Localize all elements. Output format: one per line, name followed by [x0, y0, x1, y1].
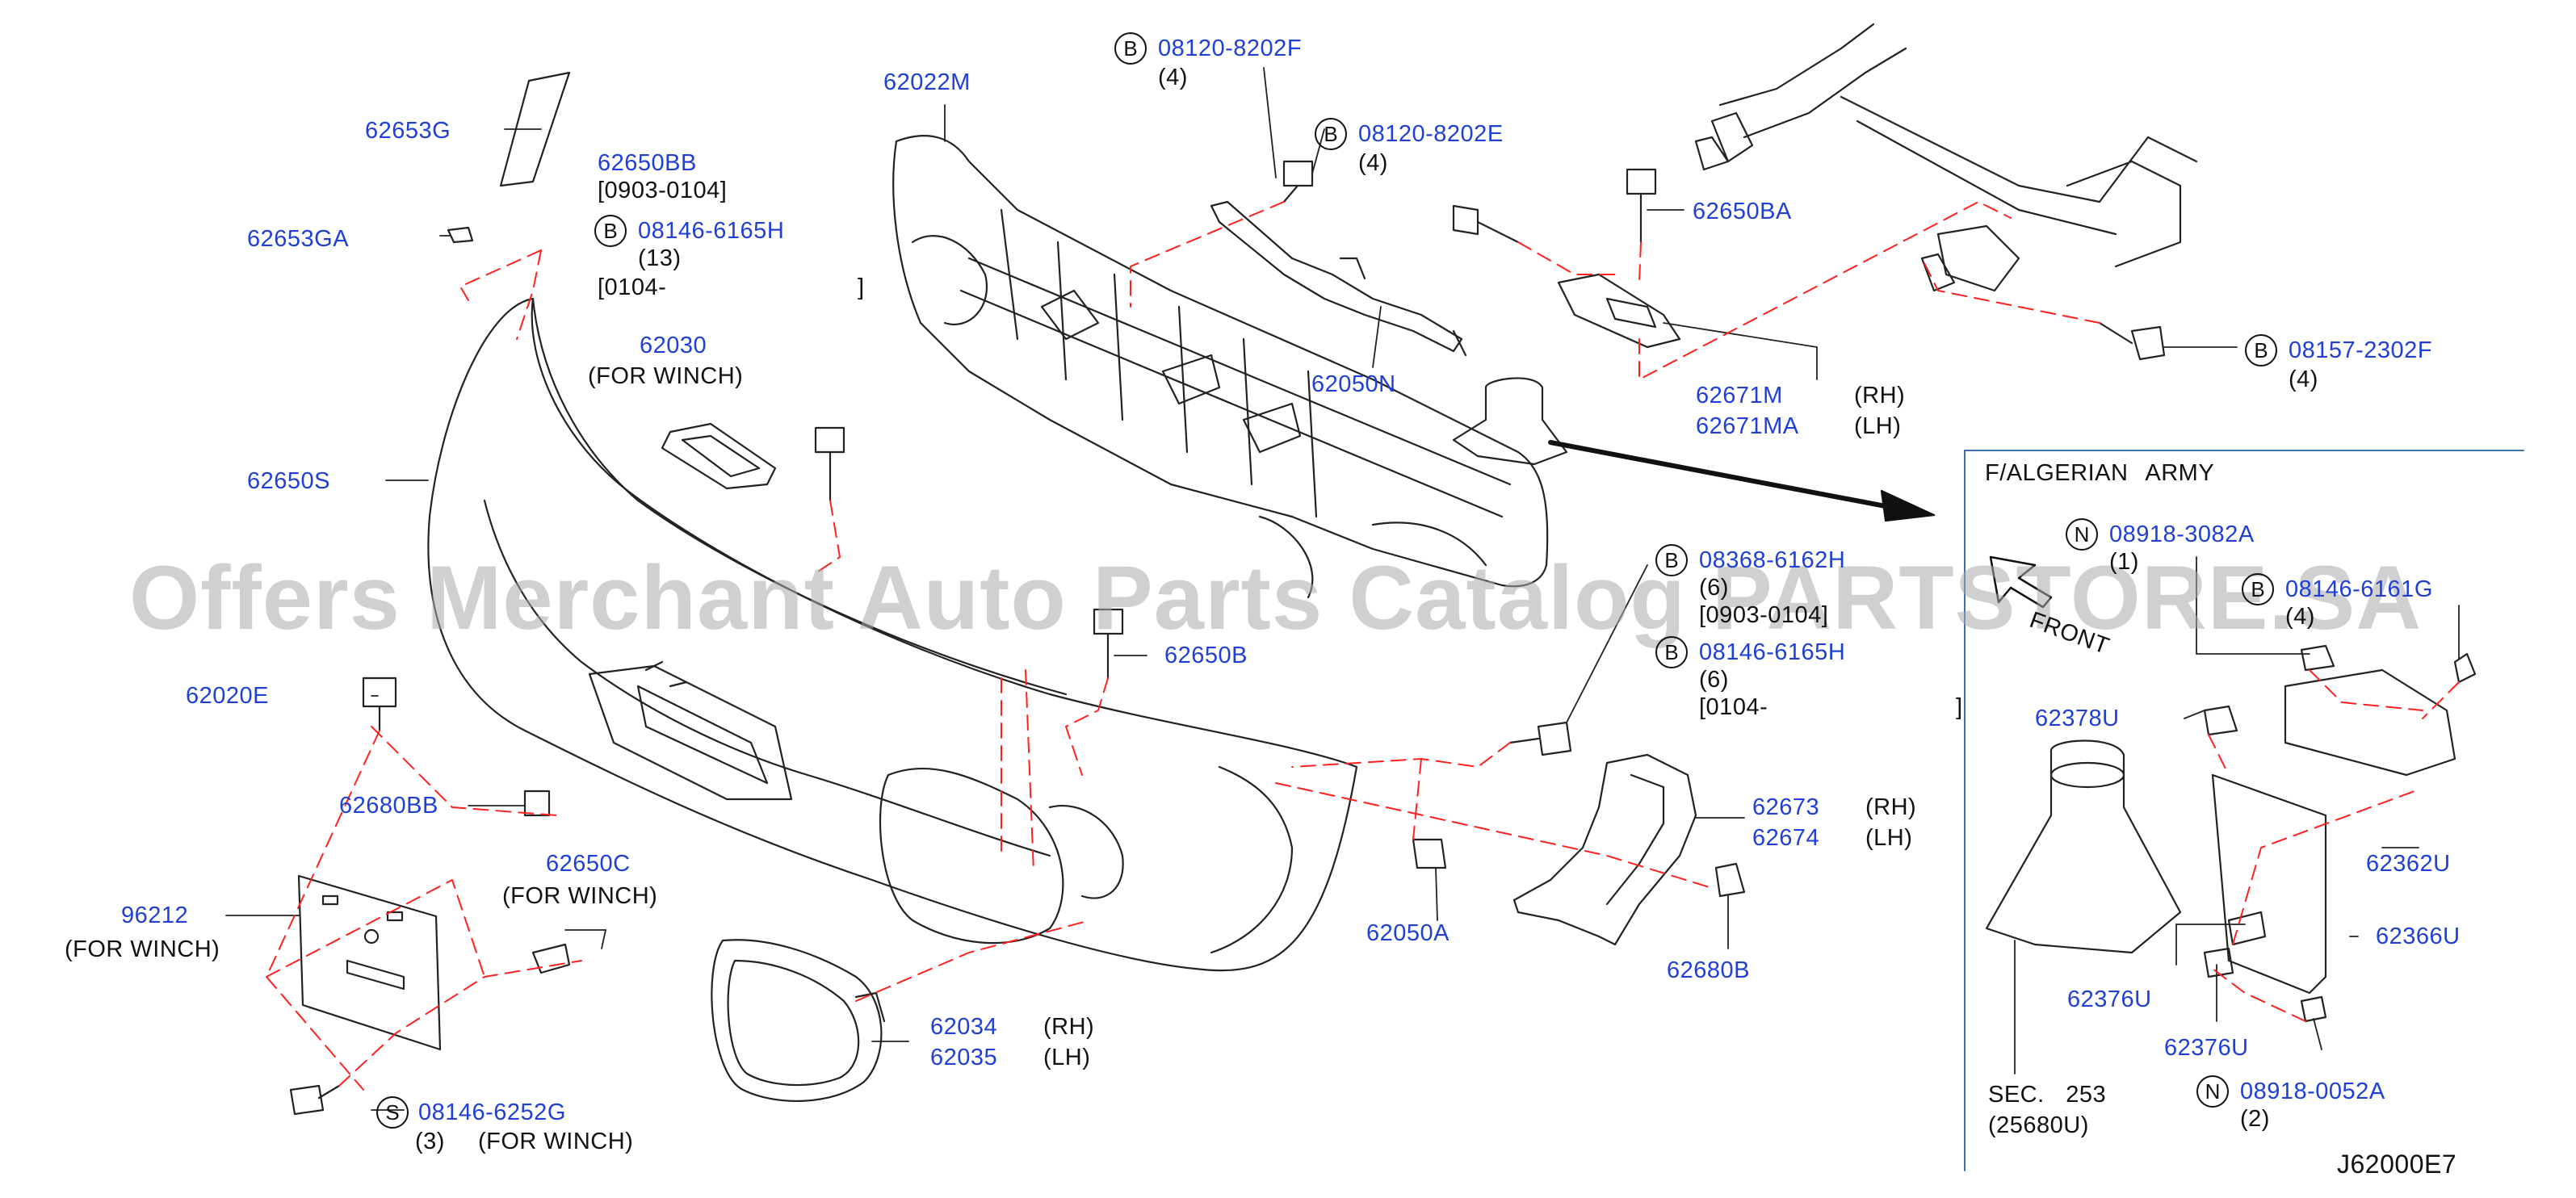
label-62035-side: (LH) [1043, 1045, 1091, 1070]
label-96212-note: (FOR WINCH) [65, 936, 220, 962]
diagram-id: J62000E7 [2337, 1150, 2457, 1179]
label-62022M[interactable]: 62022M [883, 69, 971, 95]
label-62650B[interactable]: 62650B [1164, 643, 1248, 668]
boot-drawing [1452, 377, 1568, 466]
circle-n-08918-0052A: N [2196, 1075, 2229, 1108]
label-08120-8202F[interactable]: 08120-8202F [1158, 36, 1303, 61]
label-08146-6165H-range-open: [0104- [598, 274, 667, 300]
label-62671MA-side: (LH) [1854, 413, 1902, 439]
label-62030-note: (FOR WINCH) [588, 363, 744, 389]
inset-arrow [1548, 440, 1892, 509]
fasteners-drawing [289, 71, 2166, 1116]
dashed-assembly-lines [266, 201, 2460, 1091]
label-08146-6165H-b-range-open: [0104- [1699, 694, 1768, 720]
watermark: Offers Merchant Auto Parts Catalog PARTS… [129, 547, 2423, 648]
label-08146-6161G[interactable]: 08146-6161G [2285, 576, 2433, 602]
label-08146-6252G-note: (FOR WINCH) [478, 1129, 634, 1154]
label-08918-3082A-qty: (1) [2109, 549, 2139, 575]
sec-part[interactable]: (25680U) [1988, 1112, 2089, 1138]
label-08368-6162H[interactable]: 08368-6162H [1699, 547, 1846, 573]
label-08146-6165H-b-range-close: ] [1956, 694, 1963, 720]
label-08146-6252G[interactable]: 08146-6252G [418, 1100, 566, 1125]
bumper-fascia-drawing [427, 297, 1358, 972]
label-96212[interactable]: 96212 [121, 903, 189, 928]
liner-62673-drawing [1512, 753, 1697, 946]
label-08146-6165H[interactable]: 08146-6165H [638, 218, 785, 244]
chassis-frame-drawing [1694, 23, 2198, 292]
label-62650S[interactable]: 62650S [247, 468, 330, 494]
label-62673[interactable]: 62673 [1752, 794, 1820, 820]
bracket-62050N-drawing [1210, 200, 1467, 357]
circle-b-08120-8202E: B [1315, 118, 1347, 150]
sec-label: SEC. 253 [1988, 1082, 2107, 1108]
label-08120-8202F-qty: (4) [1158, 65, 1188, 90]
front-arrow [1989, 555, 2053, 609]
label-62378U[interactable]: 62378U [2035, 706, 2120, 731]
label-62034-side: (RH) [1043, 1014, 1095, 1040]
label-62376U-b[interactable]: 62376U [2164, 1035, 2249, 1061]
label-62671M[interactable]: 62671M [1696, 383, 1783, 408]
circle-b-08157-2302F: B [2245, 334, 2277, 367]
label-08146-6165H-b-qty: (6) [1699, 667, 1729, 693]
label-62034[interactable]: 62034 [930, 1014, 998, 1040]
label-62653G[interactable]: 62653G [365, 118, 451, 144]
circle-b-08146-6165H-b: B [1655, 636, 1688, 668]
label-62674-side: (LH) [1865, 825, 1913, 851]
label-62650BB[interactable]: 62650BB [598, 150, 697, 176]
leader-lines [225, 67, 2238, 1111]
inset-title: F/ALGERIAN ARMY [1985, 460, 2215, 486]
label-62674[interactable]: 62674 [1752, 825, 1820, 851]
inset-drawing [1985, 644, 2477, 1023]
label-62362U[interactable]: 62362U [2366, 851, 2451, 877]
label-08368-6162H-range: [0903-0104] [1699, 602, 1829, 628]
label-62650BA[interactable]: 62650BA [1693, 199, 1792, 224]
label-08918-0052A-qty: (2) [2240, 1106, 2270, 1132]
label-08146-6165H-range-close: ] [858, 274, 865, 300]
bracket-62671M-drawing [1557, 273, 1681, 349]
label-08120-8202E-qty: (4) [1358, 150, 1388, 176]
label-08146-6161G-qty: (4) [2285, 604, 2315, 630]
label-08157-2302F[interactable]: 08157-2302F [2289, 337, 2433, 363]
label-62671MA[interactable]: 62671MA [1696, 413, 1799, 439]
circle-b-08368-6162H: B [1655, 544, 1688, 576]
label-62030[interactable]: 62030 [640, 333, 707, 358]
label-62376U-a[interactable]: 62376U [2067, 986, 2152, 1012]
label-62673-side: (RH) [1865, 794, 1917, 820]
label-62366U[interactable]: 62366U [2376, 924, 2461, 949]
label-62050A[interactable]: 62050A [1366, 920, 1450, 946]
label-62650C[interactable]: 62650C [546, 851, 631, 877]
circle-s-08146-6252G: S [376, 1096, 409, 1129]
label-08120-8202E[interactable]: 08120-8202E [1358, 121, 1504, 147]
label-08368-6162H-qty: (6) [1699, 575, 1729, 601]
label-62650C-note: (FOR WINCH) [502, 883, 658, 909]
circle-b-08120-8202F: B [1114, 32, 1147, 65]
plate-bracket-drawing [297, 874, 442, 1051]
label-62035[interactable]: 62035 [930, 1045, 998, 1070]
label-62020E[interactable]: 62020E [186, 683, 269, 709]
label-62680B[interactable]: 62680B [1667, 957, 1750, 983]
label-62680BB[interactable]: 62680BB [339, 793, 438, 819]
label-62050N[interactable]: 62050N [1311, 371, 1396, 397]
label-08146-6165H-b[interactable]: 08146-6165H [1699, 639, 1846, 665]
circle-n-08918-3082A: N [2066, 518, 2098, 551]
bumper-armature-drawing [892, 135, 1549, 599]
circle-b-08146-6161G: B [2242, 573, 2274, 605]
label-08918-0052A[interactable]: 08918-0052A [2240, 1079, 2385, 1104]
label-62650BB-range: [0903-0104] [598, 178, 728, 203]
circle-b-08146-6165H: B [594, 215, 627, 247]
label-08146-6252G-qty: (3) [415, 1129, 445, 1154]
label-08157-2302F-qty: (4) [2289, 367, 2318, 392]
label-08918-3082A[interactable]: 08918-3082A [2109, 522, 2255, 547]
inset-frame [1964, 450, 2524, 1171]
winch-cover-drawing [661, 422, 777, 490]
label-62671M-side: (RH) [1854, 383, 1906, 408]
label-08146-6165H-qty: (13) [638, 245, 682, 271]
foglamp-bezel-drawing [711, 939, 886, 1103]
inset-leader-lines [2014, 556, 2460, 1074]
label-62653GA[interactable]: 62653GA [247, 226, 350, 252]
